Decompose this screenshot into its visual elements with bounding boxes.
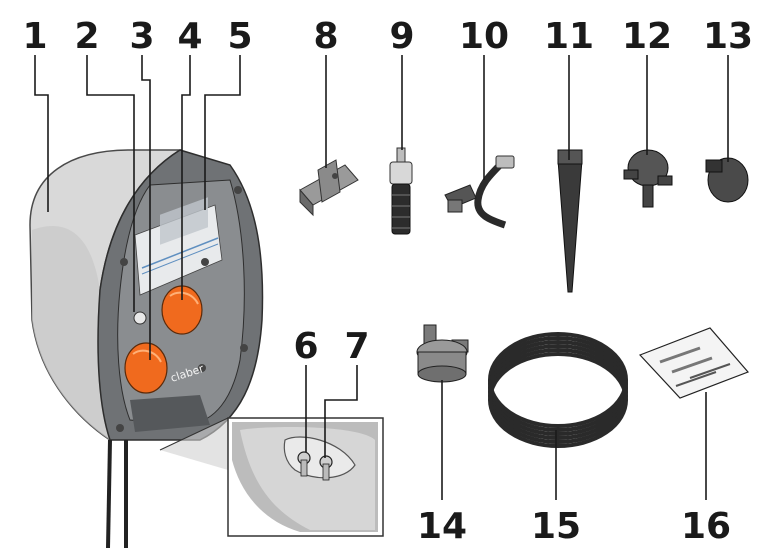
callout-10: 10 — [459, 16, 509, 57]
wall-bracket — [299, 159, 359, 217]
callout-9: 9 — [389, 16, 414, 57]
callout-11: 11 — [544, 16, 594, 57]
callout-1: 1 — [22, 16, 47, 57]
callout-15: 15 — [531, 506, 581, 547]
tank-connector — [416, 324, 469, 383]
callout-12: 12 — [622, 16, 672, 57]
callout-6: 6 — [293, 326, 318, 367]
ground-stake — [557, 149, 583, 293]
callout-labels: 1 2 3 4 5 6 7 8 9 10 11 12 13 14 15 16 — [22, 16, 753, 547]
callout-7: 7 — [344, 326, 369, 367]
screw-kit — [638, 327, 750, 399]
end-cap — [705, 157, 749, 203]
callout-14: 14 — [417, 506, 467, 547]
callout-5: 5 — [227, 16, 252, 57]
callout-16: 16 — [681, 506, 731, 547]
callout-2: 2 — [74, 16, 99, 57]
callout-8: 8 — [313, 16, 338, 57]
elbow-adapter — [444, 155, 515, 229]
knob-lower — [124, 342, 168, 394]
callout-13: 13 — [703, 16, 753, 57]
knob-upper — [161, 285, 203, 335]
callout-3: 3 — [129, 16, 154, 57]
callout-4: 4 — [177, 16, 202, 57]
inset-detail — [159, 417, 384, 537]
coiled-tubing — [488, 332, 628, 448]
inline-filter — [389, 147, 413, 235]
tee-connector — [623, 149, 673, 208]
leader-lines — [34, 55, 729, 500]
